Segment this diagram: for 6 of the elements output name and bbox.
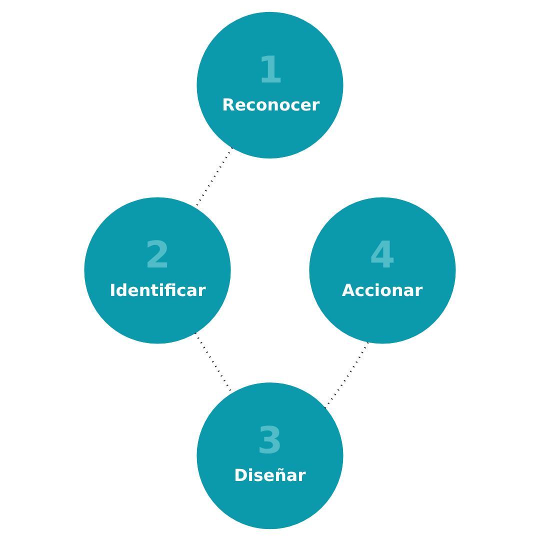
node-circle: 4 Accionar xyxy=(309,197,456,344)
connector xyxy=(324,342,369,409)
node-circle: 2 Identificar xyxy=(84,197,231,344)
connector xyxy=(194,332,234,394)
node-circle: 1 Reconocer xyxy=(196,12,344,158)
node-circle: 3 Diseñar xyxy=(196,382,344,530)
